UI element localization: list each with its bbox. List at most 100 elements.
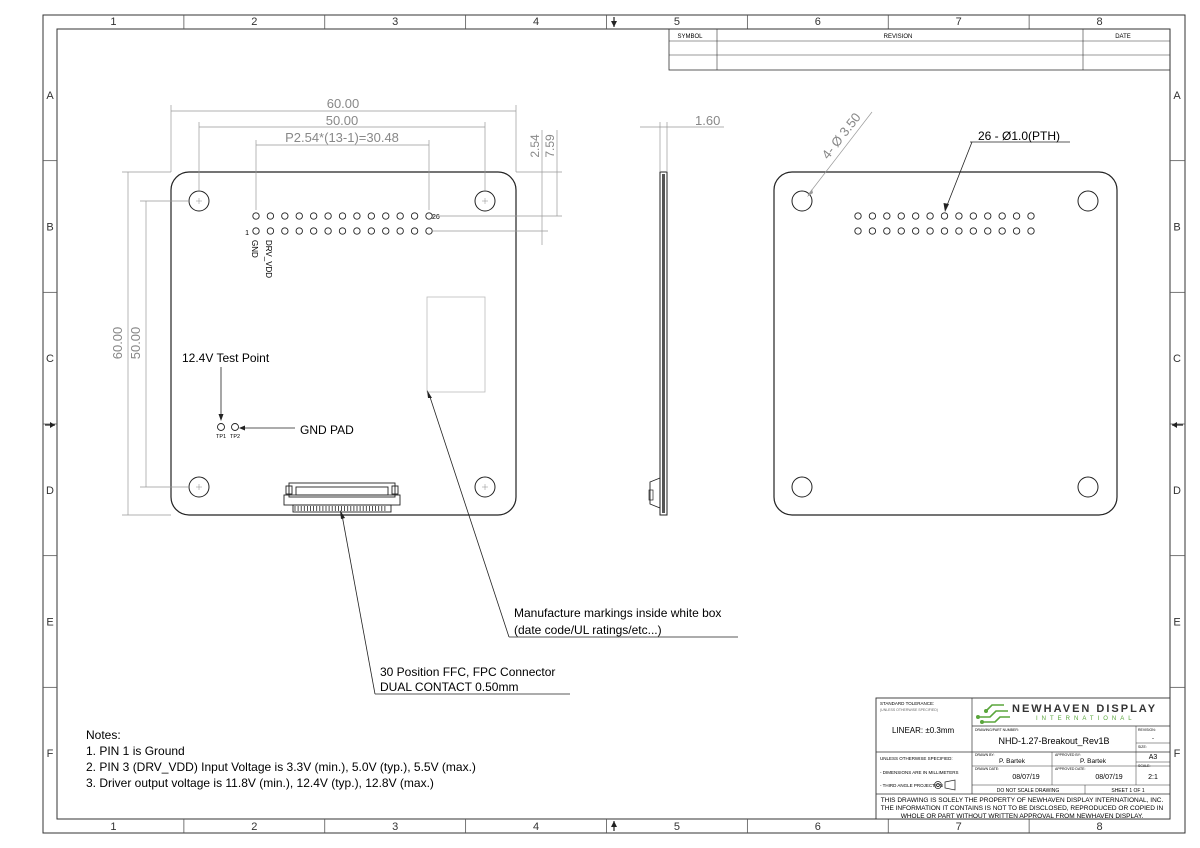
front-pin-header: [252, 212, 433, 235]
scale-value: 2:1: [1148, 774, 1158, 781]
mount-hole: [1077, 190, 1099, 212]
approved-date: 08/07/19: [1095, 774, 1122, 781]
title-block: STANDARD TOLERANCE: (UNLESS OTHERWISE SP…: [875, 697, 1171, 820]
header-pin: [396, 212, 404, 220]
dims-in-mm: - DIMENSIONS ARE IN MILLIMETERS: [880, 770, 959, 775]
approved-by: P. Bartek: [1080, 758, 1107, 765]
header-pin: [353, 212, 361, 220]
disclaimer-line1: THIS DRAWING IS SOLELY THE PROPERTY OF N…: [881, 797, 1164, 804]
dim-row-offset: 2.54: [528, 134, 542, 158]
header-pin: [410, 227, 419, 235]
pin1-gnd-label: GND: [250, 240, 259, 258]
side-view: 1.60: [640, 113, 724, 516]
zone-col-label: 1: [110, 821, 116, 833]
zone-row-label: E: [46, 617, 53, 629]
rev-col-revision: REVISION: [884, 34, 913, 40]
mount-hole: [791, 476, 813, 498]
approved-date-label: APPROVED DATE:: [1055, 767, 1085, 771]
zone-row-label: D: [1173, 485, 1181, 497]
pth-hole: [1027, 227, 1035, 235]
note-item: 1. PIN 1 is Ground: [86, 744, 185, 758]
pth-hole: [940, 227, 949, 235]
gnd-pad-label: GND PAD: [300, 423, 354, 437]
header-pin: [425, 227, 433, 235]
pth-hole: [883, 212, 891, 220]
part-number: NHD-1.27-Breakout_Rev1B: [998, 736, 1109, 746]
drawn-by-label: DRAWN BY:: [975, 753, 995, 757]
markings-line2: (date code/UL ratings/etc...): [514, 623, 662, 637]
back-board-outline: [773, 171, 1118, 516]
drawn-date-label: DRAWN DATE:: [975, 767, 999, 771]
notes-title: Notes:: [86, 728, 121, 742]
dim-thickness: 1.60: [695, 113, 720, 128]
rev-col-symbol: SYMBOL: [677, 34, 703, 40]
header-pin: [281, 212, 289, 220]
mount-hole: [1077, 476, 1099, 498]
pth-hole: [883, 227, 891, 235]
zone-col-label: 1: [110, 16, 116, 28]
zone-col-label: 7: [956, 821, 962, 833]
dim-width-60: 60.00: [327, 96, 360, 111]
zone-col-label: 2: [251, 16, 257, 28]
rev-col-date: DATE: [1115, 34, 1131, 40]
pth-hole: [1012, 212, 1021, 220]
revision-table: SYMBOL REVISION DATE: [668, 28, 1171, 71]
pth-hole: [1012, 227, 1021, 235]
pth-hole: [969, 212, 977, 220]
dim-mount-holes: 4- Ø 3.50: [819, 110, 864, 162]
pth-hole: [998, 227, 1006, 235]
pin3-drv-vdd-label: DRV_VDD: [264, 240, 273, 278]
header-pin: [324, 227, 332, 235]
zone-row-label: C: [46, 353, 54, 365]
header-pin: [310, 212, 318, 220]
company-name: NEWHAVEN DISPLAY: [1012, 703, 1157, 715]
side-board-outline: [659, 171, 668, 516]
pin-first-label: 1: [245, 230, 249, 237]
connector-line2: DUAL CONTACT 0.50mm: [380, 680, 518, 694]
front-mount-holes: [188, 190, 496, 498]
header-pin: [295, 227, 303, 235]
zone-col-label: 8: [1097, 16, 1103, 28]
note-item: 3. Driver output voltage is 11.8V (min.)…: [86, 776, 434, 790]
dim-pth: 26 - Ø1.0(PTH): [978, 129, 1060, 143]
pth-hole: [868, 227, 877, 235]
dim-pitch: P2.54*(13-1)=30.48: [285, 130, 399, 145]
fpc-connector-pins: [294, 506, 386, 511]
unless-specified: UNLESS OTHERWISE SPECIFIED:: [880, 756, 953, 761]
zone-col-label: 5: [674, 16, 680, 28]
dim-hole-spacing-y: 50.00: [128, 327, 143, 360]
zone-row-label: F: [47, 748, 54, 760]
mount-hole: [791, 190, 813, 212]
header-pin: [353, 227, 361, 235]
front-board-outline: [170, 171, 517, 516]
callout-connector: 30 Position FFC, FPC Connector DUAL CONT…: [340, 510, 570, 695]
zone-col-label: 3: [392, 821, 398, 833]
header-pin: [252, 227, 260, 235]
zone-col-label: 4: [533, 821, 539, 833]
header-pin: [281, 227, 289, 235]
side-connector-profile: [649, 477, 661, 509]
header-pin: [266, 227, 275, 235]
zone-col-label: 2: [251, 821, 257, 833]
header-pin: [266, 212, 275, 220]
fpc-connector: [283, 482, 401, 513]
centre-arrow-left-head: [50, 422, 55, 428]
zone-row-label: A: [1173, 90, 1181, 102]
pth-hole: [940, 212, 949, 220]
header-pin: [396, 227, 404, 235]
centre-arrow-top-head: [611, 21, 617, 27]
header-pin: [367, 212, 375, 220]
zone-col-label: 5: [674, 821, 680, 833]
zone-col-label: 7: [956, 16, 962, 28]
do-not-scale: DO NOT SCALE DRAWING: [997, 788, 1060, 794]
mount-hole: [474, 476, 496, 498]
zone-row-label: B: [1173, 222, 1180, 234]
newhaven-logo: NEWHAVEN DISPLAY INTERNATIONAL: [976, 703, 1157, 724]
approved-by-label: APPROVED BY:: [1055, 753, 1081, 757]
header-pin: [295, 212, 303, 220]
test-point-label: 12.4V Test Point: [182, 351, 270, 365]
zone-row-label: E: [1173, 617, 1180, 629]
sheet-number: SHEET 1 OF 1: [1111, 788, 1144, 794]
pth-hole: [854, 212, 862, 220]
centre-arrow-right-head: [1172, 422, 1177, 428]
